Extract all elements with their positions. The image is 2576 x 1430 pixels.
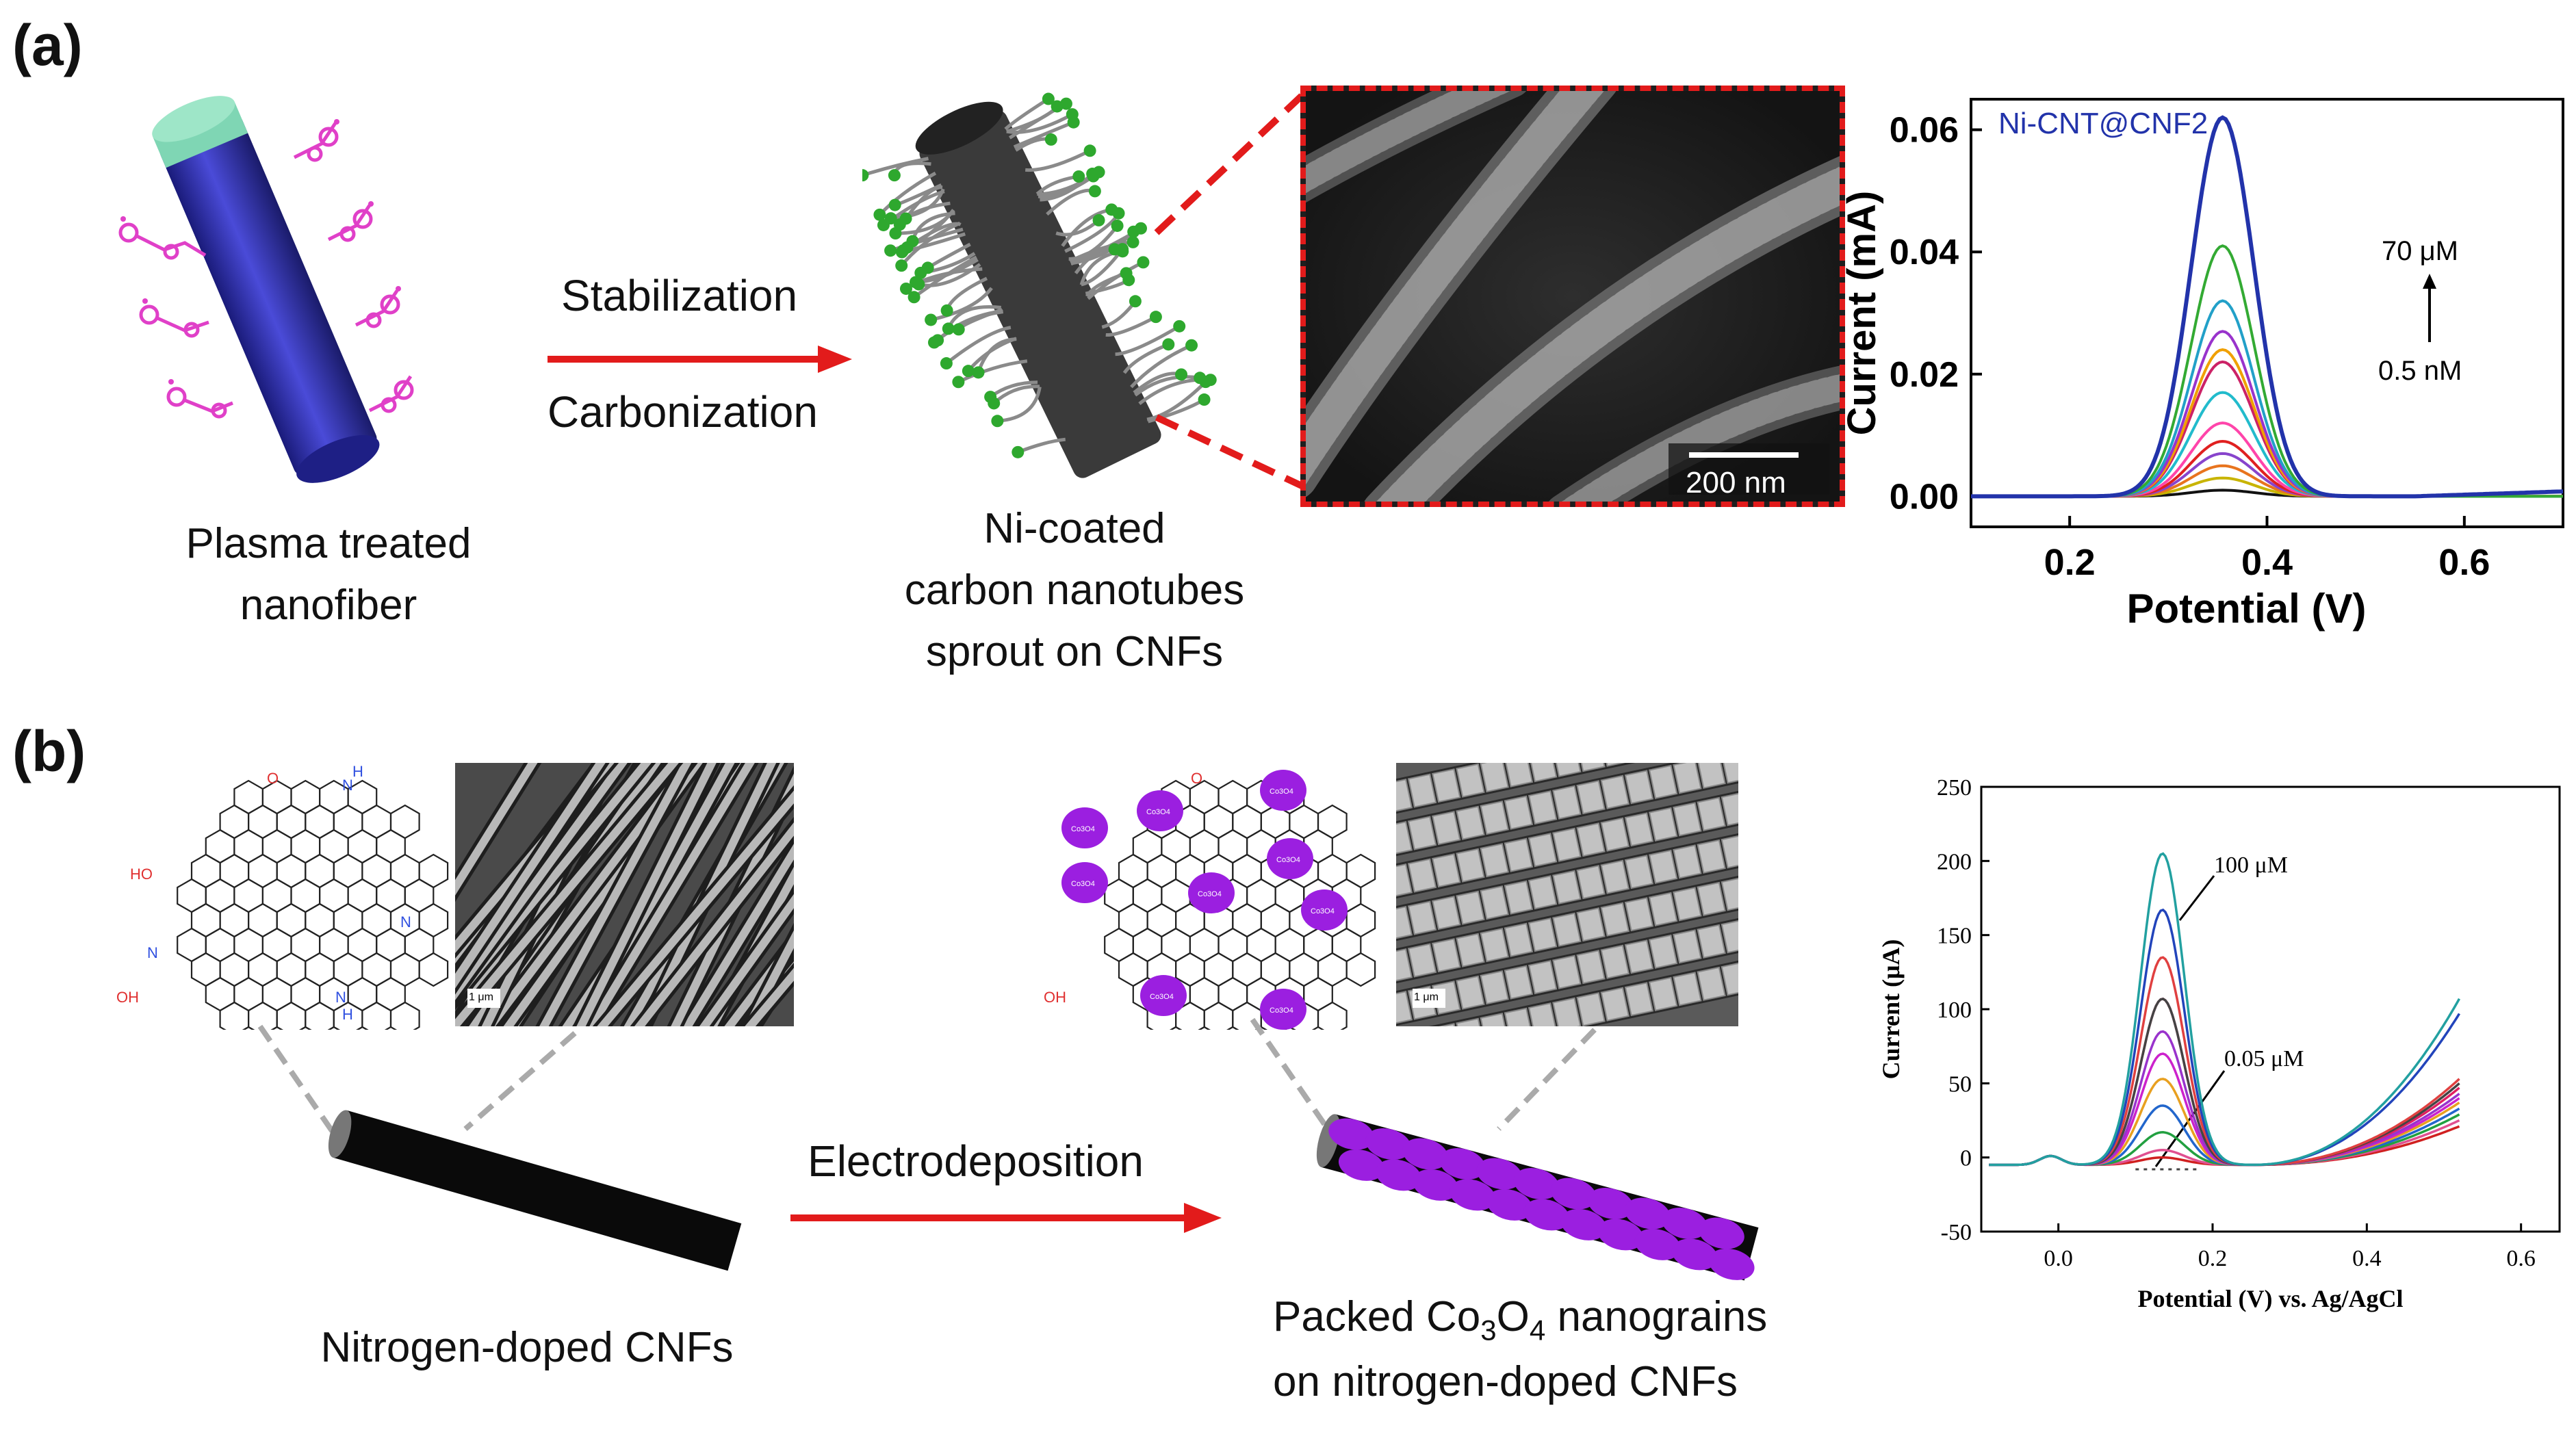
chart-b-xlabel: Potential (V) vs. Ag/AgCl: [2138, 1285, 2404, 1312]
chart-b-ytick-label: 250: [1937, 775, 1972, 801]
panel-b-label: (b): [12, 719, 86, 783]
co3o4-coated-fiber: [1316, 1114, 1759, 1281]
sem-scale-label-b1: 1 μm: [469, 991, 493, 1003]
svg-text:Co3O4: Co3O4: [1071, 825, 1095, 833]
ni-cnt-caption-line2: carbon nanotubes: [904, 566, 1245, 614]
ni-cnt-caption: Ni-coated carbon nanotubes sprout on CNF…: [842, 498, 1307, 683]
chart-b-ytick-label: 0: [1960, 1146, 1972, 1171]
svg-text:Co3O4: Co3O4: [1276, 856, 1300, 864]
chart-b-ytick-label: -50: [1941, 1220, 1972, 1245]
chart-b-ytick-label: 50: [1948, 1071, 1972, 1097]
chart-b-xtick-label: 0.2: [2198, 1246, 2228, 1271]
chart-a-xlabel: Potential (V): [2126, 586, 2366, 632]
chart-a-xtick-label: 0.4: [2241, 542, 2293, 583]
co3o4-caption-line2: on nitrogen-doped CNFs: [1273, 1358, 1738, 1406]
chart-b-series-line: [1989, 1078, 2460, 1167]
sem-scale-label-b2: 1 μm: [1414, 991, 1439, 1003]
svg-text:N: N: [400, 913, 411, 931]
chart-a-annotation-low: 0.5 nM: [2378, 356, 2462, 386]
chart-a-title: Ni-CNT@CNF2: [1998, 107, 2208, 140]
sem-image-co3o4: 1 μm: [1396, 763, 1738, 1026]
nanofiber-caption: Plasma treated nanofiber: [137, 513, 520, 636]
chart-a-ytick-label: 0.00: [1890, 477, 1959, 517]
co3o4-caption: Packed Co3O4 nanograins on nitrogen-dope…: [1273, 1286, 1889, 1413]
ni-coated-cnt-illustration: [862, 92, 1217, 478]
chart-a-ytick-label: 0.02: [1890, 355, 1959, 395]
svg-text:N: N: [342, 777, 353, 794]
chart-a-frame: [1970, 98, 2564, 528]
chart-b-annotation-low: 0.05 μM: [2224, 1046, 2304, 1071]
svg-text:Co3O4: Co3O4: [1198, 890, 1222, 898]
co3o4-caption-sub2: 4: [1529, 1314, 1546, 1347]
co3o4-caption-mid: O: [1496, 1293, 1530, 1340]
co3o4-graphene-structure: OHOCo3O4Co3O4Co3O4Co3O4Co3O4Co3O4Co3O4Co…: [1044, 770, 1376, 1030]
chart-b-xtick-label: 0.6: [2506, 1246, 2536, 1271]
chart-b-series-line: [1989, 852, 2461, 1167]
connector-lines-left: [257, 1024, 577, 1138]
svg-text:Co3O4: Co3O4: [1311, 907, 1335, 915]
chart-a-ylabel: Current (mA): [1840, 191, 1884, 436]
nanofiber-caption-line1: Plasma treated: [185, 520, 472, 567]
svg-text:Co3O4: Co3O4: [1150, 993, 1174, 1001]
zoom-lines: [1154, 93, 1304, 489]
n-doped-cnf-caption: Nitrogen-doped CNFs: [320, 1324, 734, 1371]
nanofiber-caption-line2: nanofiber: [240, 581, 417, 629]
chart-b-ytick-label: 100: [1937, 998, 1972, 1023]
svg-text:O: O: [267, 770, 279, 787]
svg-text:OH: OH: [1044, 989, 1066, 1006]
chart-b-xtick-label: 0.0: [2044, 1246, 2073, 1271]
process-arrow-a: [548, 346, 852, 373]
chart-b-xtick-label: 0.4: [2352, 1246, 2382, 1271]
chart-b-ytick-label: 150: [1937, 924, 1972, 949]
svg-text:Co3O4: Co3O4: [1071, 880, 1095, 888]
chart-b-series-line: [1989, 908, 2460, 1167]
svg-text:N: N: [335, 989, 346, 1006]
svg-text:H: H: [342, 1006, 353, 1023]
carbonization-label: Carbonization: [548, 387, 818, 437]
svg-text:Co3O4: Co3O4: [1146, 808, 1170, 816]
connector-lines-right: [1250, 1017, 1597, 1131]
chart-a-arrowhead: [2423, 274, 2436, 289]
svg-text:H: H: [352, 763, 363, 780]
sem-scale-label-a: 200 nm: [1686, 466, 1786, 499]
chart-b-ytick-label: 200: [1937, 849, 1972, 874]
chart-b-pointer-high: [2178, 875, 2215, 921]
ni-cnt-caption-line3: sprout on CNFs: [925, 627, 1224, 675]
chart-a-xtick-label: 0.6: [2438, 542, 2490, 583]
chart-a-ytick-label: 0.04: [1890, 233, 1959, 272]
chart-a-annotation-high: 70 μM: [2382, 236, 2458, 266]
sem-image-cnt: 200 nm: [1300, 86, 1845, 507]
ni-cnt-caption-line1: Ni-coated: [983, 505, 1165, 552]
co3o4-caption-sub1: 3: [1480, 1314, 1497, 1347]
svg-text:OH: OH: [116, 989, 139, 1006]
dpv-chart-b: 0.0 0.2 0.4 0.6 -50 0 50 100 150 200 250Potential …: [1877, 775, 2561, 1312]
co3o4-caption-line1: Packed Co3O4 nanograins: [1273, 1286, 1889, 1351]
co3o4-caption-post: nanograins: [1545, 1293, 1768, 1340]
electrodeposition-label: Electrodeposition: [808, 1136, 1144, 1186]
svg-text:Co3O4: Co3O4: [1270, 788, 1293, 796]
chart-a-ytick-label: 0.06: [1890, 111, 1959, 151]
panel-a-label: (a): [12, 13, 83, 77]
chart-b-ylabel: Current (μA): [1877, 939, 1905, 1080]
stabilization-label: Stabilization: [561, 271, 798, 320]
svg-text:N: N: [147, 944, 158, 961]
process-arrow-b: [790, 1203, 1222, 1233]
chart-a-series-line: [1971, 115, 2564, 499]
plasma-treated-nanofiber-illustration: [118, 96, 414, 483]
chart-b-annotation-high: 100 μM: [2214, 853, 2288, 878]
svg-text:Co3O4: Co3O4: [1270, 1006, 1293, 1015]
sem-image-ncnf: 1 μm: [455, 763, 794, 1026]
svg-text:HO: HO: [130, 866, 153, 883]
co3o4-caption-pre: Packed Co: [1273, 1293, 1481, 1340]
svg-text:O: O: [1191, 770, 1202, 787]
chart-a-xtick-label: 0.2: [2044, 542, 2096, 583]
n-doped-cnf-fiber: [328, 1110, 742, 1271]
